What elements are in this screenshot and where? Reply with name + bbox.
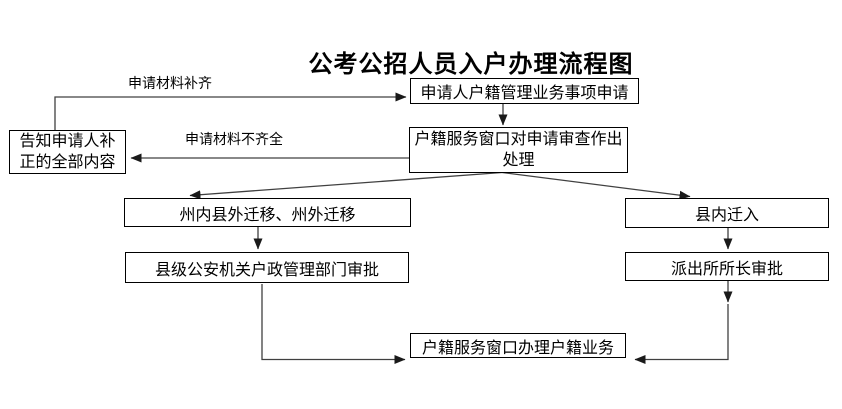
flowchart-title: 公考公招人员入户办理流程图 xyxy=(308,51,634,78)
arrow-notify-to-apply xyxy=(54,92,407,130)
edge-label-materials-incomplete: 申请材料不齐全 xyxy=(185,131,283,147)
edge-label-materials-complete: 申请材料补齐 xyxy=(128,75,212,91)
arrow-police-approval-to-handle xyxy=(634,304,729,364)
node-window-handle-business: 户籍服务窗口办理户籍业务 xyxy=(410,333,626,358)
node-apply-request: 申请人户籍管理业务事项申请 xyxy=(410,78,639,104)
arrow-review-to-out-migration xyxy=(189,171,503,200)
node-window-review: 户籍服务窗口对申请审查作出处理 xyxy=(409,127,628,173)
arrow-county-approval-to-handle xyxy=(261,284,406,364)
node-notify-correction: 告知申请人补正的全部内容 xyxy=(9,130,126,174)
arrow-review-to-in-county xyxy=(501,171,691,200)
node-county-public-security-approval: 县级公安机关户政管理部门审批 xyxy=(125,252,409,283)
node-in-county-migration: 县内迁入 xyxy=(625,198,829,228)
node-out-migration: 州内县外迁移、州外迁移 xyxy=(124,198,411,227)
node-police-station-chief-approval: 派出所所长审批 xyxy=(625,252,829,281)
